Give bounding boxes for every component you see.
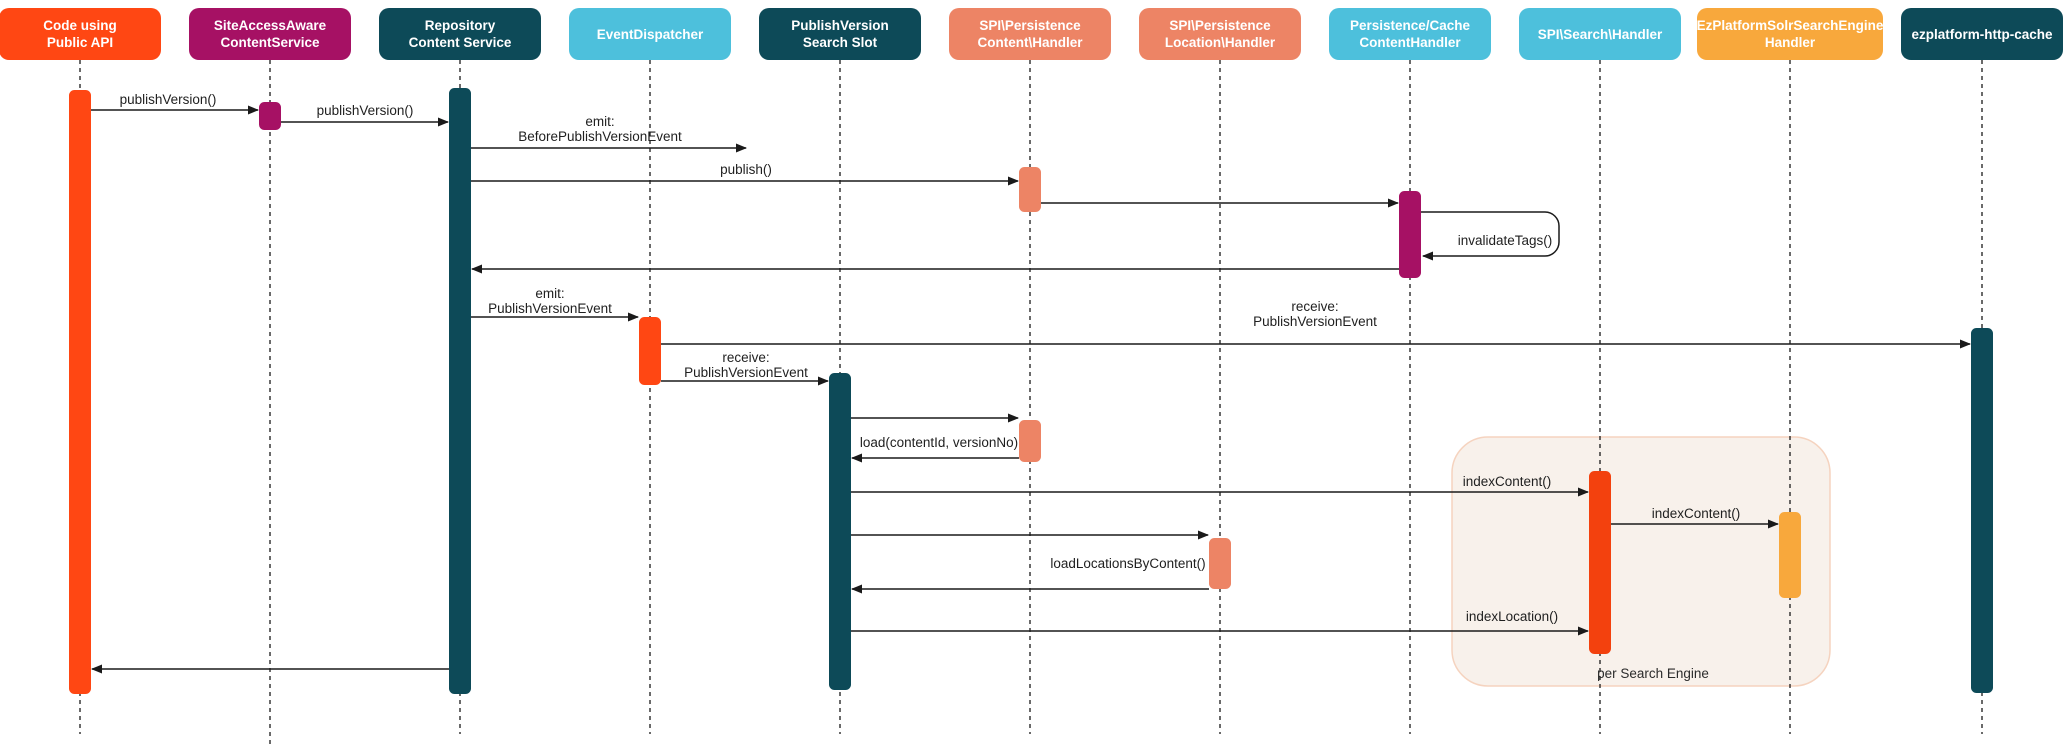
participant-label-ezplatform-http-cache: ezplatform-http-cache (1911, 27, 2053, 42)
activation-spi-search-handler (1589, 471, 1611, 654)
message-m6 (1421, 211, 1560, 261)
activation-spi-persistence-content-handler (1019, 420, 1041, 462)
participant-siteaccessaware-contentservice (189, 8, 351, 60)
participant-eventdispatcher (569, 8, 731, 60)
message-label-m8: emit:PublishVersionEvent (488, 286, 612, 316)
fragment-label: per Search Engine (1597, 666, 1709, 681)
participant-repository-content-service (379, 8, 541, 60)
participant-label-eventdispatcher: EventDispatcher (597, 27, 704, 42)
message-label-m13: indexContent() (1463, 474, 1552, 489)
activation-spi-persistence-content-handler (1019, 167, 1041, 212)
activation-eventdispatcher (639, 317, 661, 385)
activation-spi-persistence-location-handler (1209, 538, 1231, 589)
message-label-m1: publishVersion() (120, 92, 217, 107)
participant-ezplatformsolrsearchengine-handler (1697, 8, 1883, 60)
activation-publishversion-search-slot (829, 373, 851, 690)
activation-siteaccessaware-contentservice (259, 102, 281, 130)
message-label-m16: loadLocationsByContent() (1050, 556, 1205, 571)
fragment-per-search-engine (1451, 436, 1831, 687)
message-label-m2: publishVersion() (317, 103, 414, 118)
participant-spi-persistence-location-handler (1139, 8, 1301, 60)
message-label-m10: receive:PublishVersionEvent (684, 350, 808, 380)
message-label-m17: indexLocation() (1466, 609, 1558, 624)
message-label-m9: receive:PublishVersionEvent (1253, 299, 1377, 329)
message-label-m11: load(contentId, versionNo) (860, 435, 1018, 450)
message-label-m6: invalidateTags() (1458, 233, 1553, 248)
participant-spi-search-handler (1519, 8, 1681, 60)
activation-repository-content-service (449, 88, 471, 694)
participant-ezplatform-http-cache (1901, 8, 2063, 60)
participant-spi-persistence-content-handler (949, 8, 1111, 60)
message-label-m4: publish() (720, 162, 772, 177)
activation-ezplatform-http-cache (1971, 328, 1993, 693)
activation-code-using-public-api (69, 90, 91, 694)
message-label-m3: emit:BeforePublishVersionEvent (518, 114, 682, 144)
participant-code-using-public-api (0, 8, 161, 60)
message-label-m14: indexContent() (1652, 506, 1741, 521)
activation-persistence-cache-contenthandler (1399, 191, 1421, 278)
participant-label-spi-search-handler: SPI\Search\Handler (1538, 27, 1663, 42)
participant-persistence-cache-contenthandler (1329, 8, 1491, 60)
participant-publishversion-search-slot (759, 8, 921, 60)
activation-ezplatformsolrsearchengine-handler (1779, 512, 1801, 598)
